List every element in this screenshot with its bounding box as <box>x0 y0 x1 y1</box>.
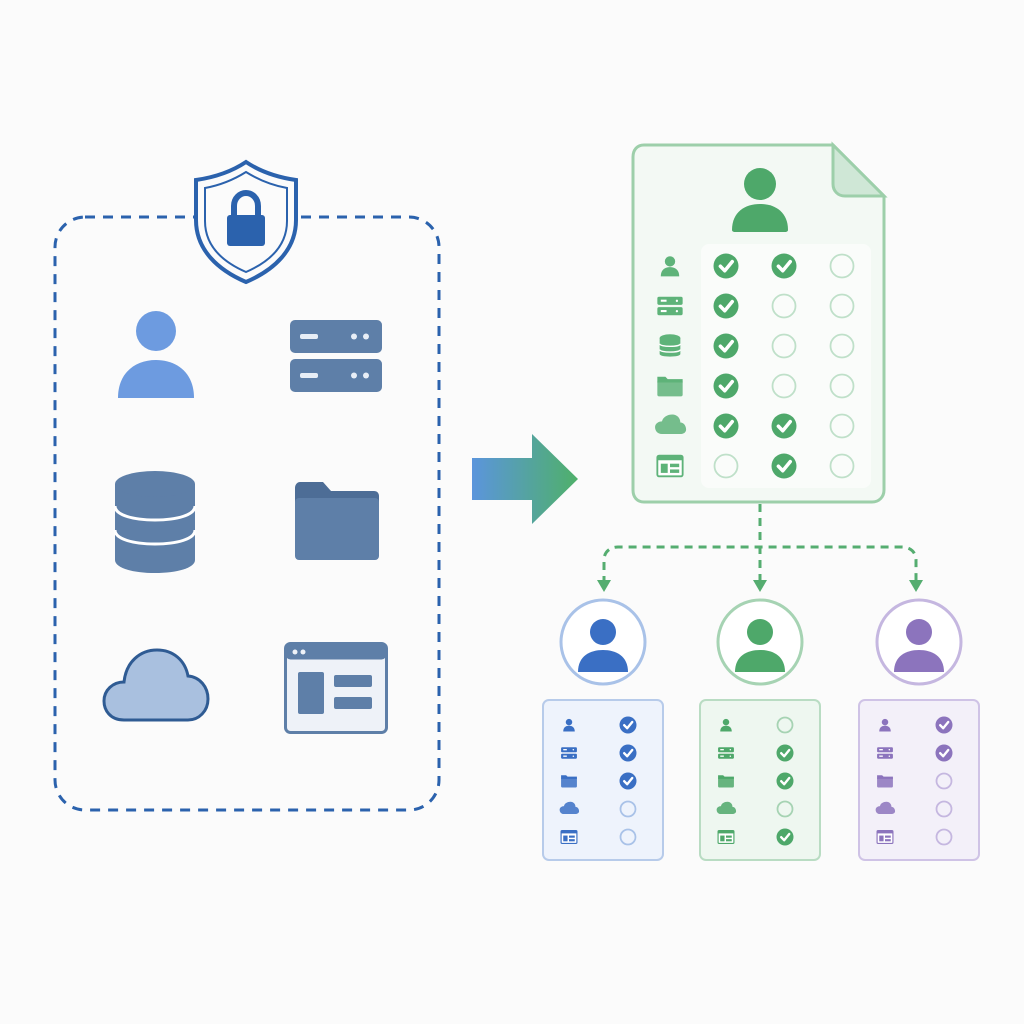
granted-check-icon <box>935 716 953 734</box>
granted-check-icon <box>619 772 637 790</box>
policy-matrix-svg <box>655 244 871 488</box>
role-user-blue <box>540 596 666 864</box>
denied-empty-circle <box>771 293 797 319</box>
policy-owner-user-icon <box>731 166 789 232</box>
database-icon <box>113 470 197 574</box>
role-user-purple <box>856 596 982 864</box>
granted-check-icon <box>776 744 794 762</box>
folder-icon <box>657 376 683 397</box>
distribution-connectors <box>590 500 930 600</box>
denied-empty-circle <box>771 333 797 359</box>
folder-icon <box>295 482 379 562</box>
server-icon <box>877 747 893 759</box>
role-permission-card <box>542 699 664 861</box>
granted-check-icon <box>776 772 794 790</box>
role-avatar <box>559 598 647 686</box>
cloud-icon <box>102 646 210 722</box>
denied-empty-circle <box>829 413 855 439</box>
policy-permission-matrix <box>645 244 875 488</box>
granted-check-icon <box>771 253 797 279</box>
granted-check-icon <box>771 453 797 479</box>
cloud-icon <box>875 801 896 815</box>
denied-empty-circle <box>935 800 953 818</box>
granted-check-icon <box>776 828 794 846</box>
folder-icon <box>561 775 577 788</box>
app-window-icon <box>876 829 894 845</box>
granted-check-icon <box>713 413 739 439</box>
role-avatar <box>875 598 963 686</box>
cloud-icon <box>559 801 580 815</box>
denied-empty-circle <box>619 800 637 818</box>
granted-check-icon <box>619 744 637 762</box>
user-icon <box>563 718 575 732</box>
user-icon <box>116 310 196 398</box>
denied-empty-circle <box>829 293 855 319</box>
granted-check-icon <box>771 413 797 439</box>
granted-check-icon <box>713 293 739 319</box>
server-icon <box>657 296 683 316</box>
role-permission-card <box>858 699 980 861</box>
app-window-icon <box>717 829 735 845</box>
denied-empty-circle <box>713 453 739 479</box>
granted-check-icon <box>619 716 637 734</box>
resource-group-frame <box>53 215 441 812</box>
user-icon <box>879 718 891 732</box>
denied-empty-circle <box>829 253 855 279</box>
server-icon <box>561 747 577 759</box>
granted-check-icon <box>935 744 953 762</box>
denied-empty-circle <box>829 333 855 359</box>
denied-empty-circle <box>935 828 953 846</box>
folder-icon <box>718 775 734 788</box>
denied-empty-circle <box>935 772 953 790</box>
cloud-icon <box>655 414 687 435</box>
app-window-icon <box>560 829 578 845</box>
denied-empty-circle <box>776 716 794 734</box>
resource-group <box>0 0 470 840</box>
server-icon <box>718 747 734 759</box>
cloud-icon <box>716 801 737 815</box>
granted-check-icon <box>713 373 739 399</box>
folder-icon <box>877 775 893 788</box>
arrow-right-icon <box>470 432 580 526</box>
role-permission-card <box>699 699 821 861</box>
denied-empty-circle <box>829 373 855 399</box>
shield-lock-icon <box>190 158 302 286</box>
user-icon <box>660 256 680 277</box>
denied-empty-circle <box>619 828 637 846</box>
app-window-icon <box>656 454 684 478</box>
database-icon <box>658 334 682 357</box>
server-icon <box>290 320 382 392</box>
granted-check-icon <box>713 253 739 279</box>
denied-empty-circle <box>829 453 855 479</box>
app-window-icon <box>284 642 388 734</box>
role-user-green <box>697 596 823 864</box>
user-icon <box>720 718 732 732</box>
denied-empty-circle <box>776 800 794 818</box>
granted-check-icon <box>713 333 739 359</box>
denied-empty-circle <box>771 373 797 399</box>
role-avatar <box>716 598 804 686</box>
